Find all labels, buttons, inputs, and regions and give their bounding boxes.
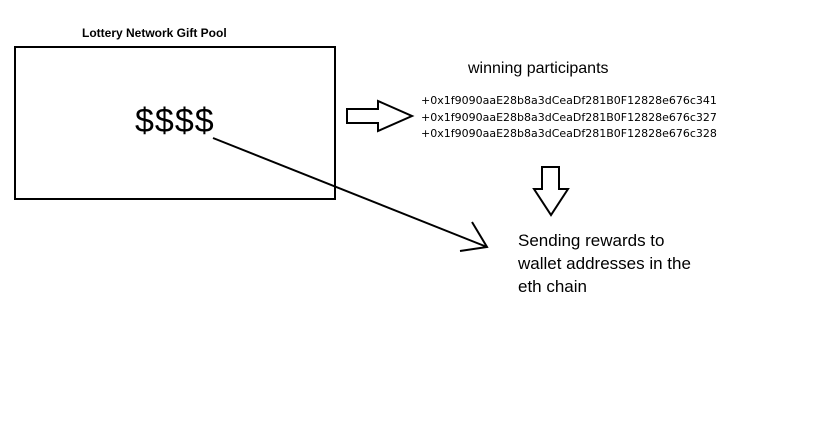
pool-title: Lottery Network Gift Pool xyxy=(82,26,227,40)
outcome-line: wallet addresses in the xyxy=(518,254,691,273)
winner-address: +0x1f9090aaE28b8a3dCeaDf281B0F12828e676c… xyxy=(421,127,717,140)
block-arrow-down-icon xyxy=(532,166,570,217)
winner-address: +0x1f9090aaE28b8a3dCeaDf281B0F12828e676c… xyxy=(421,110,717,124)
outcome-text: Sending rewards to wallet addresses in t… xyxy=(518,229,691,298)
winner-address: +0x1f9090aaE28b8a3dCeaDf281B0F12828e676c… xyxy=(421,94,717,107)
winners-list: +0x1f9090aaE28b8a3dCeaDf281B0F12828e676c… xyxy=(421,93,717,143)
diagonal-arrow-line xyxy=(212,137,488,248)
outcome-line: eth chain xyxy=(518,277,587,296)
outcome-line: Sending rewards to xyxy=(518,231,665,250)
gift-pool-box xyxy=(14,46,336,200)
block-arrow-right-icon xyxy=(346,99,415,133)
pool-money-symbol: $$$$ xyxy=(135,102,215,140)
diagonal-arrow-head-icon xyxy=(459,221,489,252)
winners-heading: winning participants xyxy=(468,60,609,77)
